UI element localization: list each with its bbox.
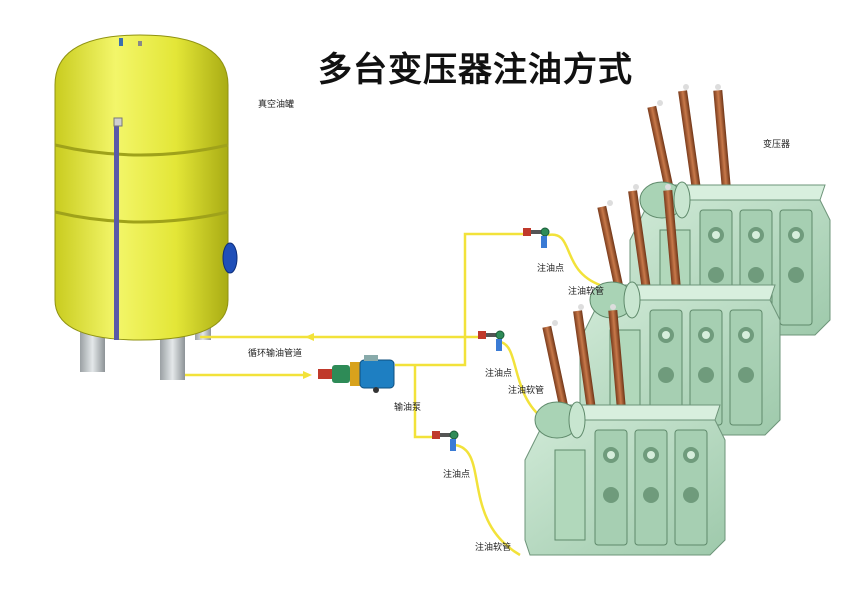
fill-point-label-2: 注油点 <box>485 369 513 379</box>
page-title: 多台变压器注油方式 <box>318 50 633 90</box>
sight-glass <box>114 125 119 340</box>
fill-hose-3 <box>454 443 521 557</box>
manhole-icon <box>222 242 238 274</box>
oil-pipes <box>185 232 601 557</box>
flow-arrow-left <box>305 333 314 341</box>
fill-valve-2 <box>477 330 505 352</box>
vacuum-oil-tank <box>54 34 238 380</box>
tank-top-fitting <box>119 38 123 46</box>
oil-pump <box>318 355 395 393</box>
return-pipe <box>200 232 523 339</box>
tank-label: 真空油罐 <box>258 100 295 110</box>
tank-body <box>54 34 229 341</box>
fill-point-label-3: 注油点 <box>443 470 471 480</box>
fill-hose-label-1: 注油软管 <box>568 287 605 297</box>
fill-hose-2 <box>499 340 546 422</box>
pump-outlet-pipe <box>395 337 467 367</box>
flow-arrow-right <box>303 371 312 379</box>
fill-hose-label-3: 注油软管 <box>475 543 512 553</box>
branch-pipe-3 <box>413 365 432 439</box>
fill-valve-3 <box>431 430 459 452</box>
fill-hose-label-2: 注油软管 <box>508 386 545 396</box>
fill-valve-1 <box>522 227 550 249</box>
pump-label: 输油泵 <box>394 403 422 413</box>
transformer-label: 变压器 <box>763 140 791 150</box>
fill-point-label-1: 注油点 <box>537 264 565 274</box>
fill-hose-1 <box>547 233 601 287</box>
circulation-pipe-label: 循环输油管道 <box>248 349 303 359</box>
